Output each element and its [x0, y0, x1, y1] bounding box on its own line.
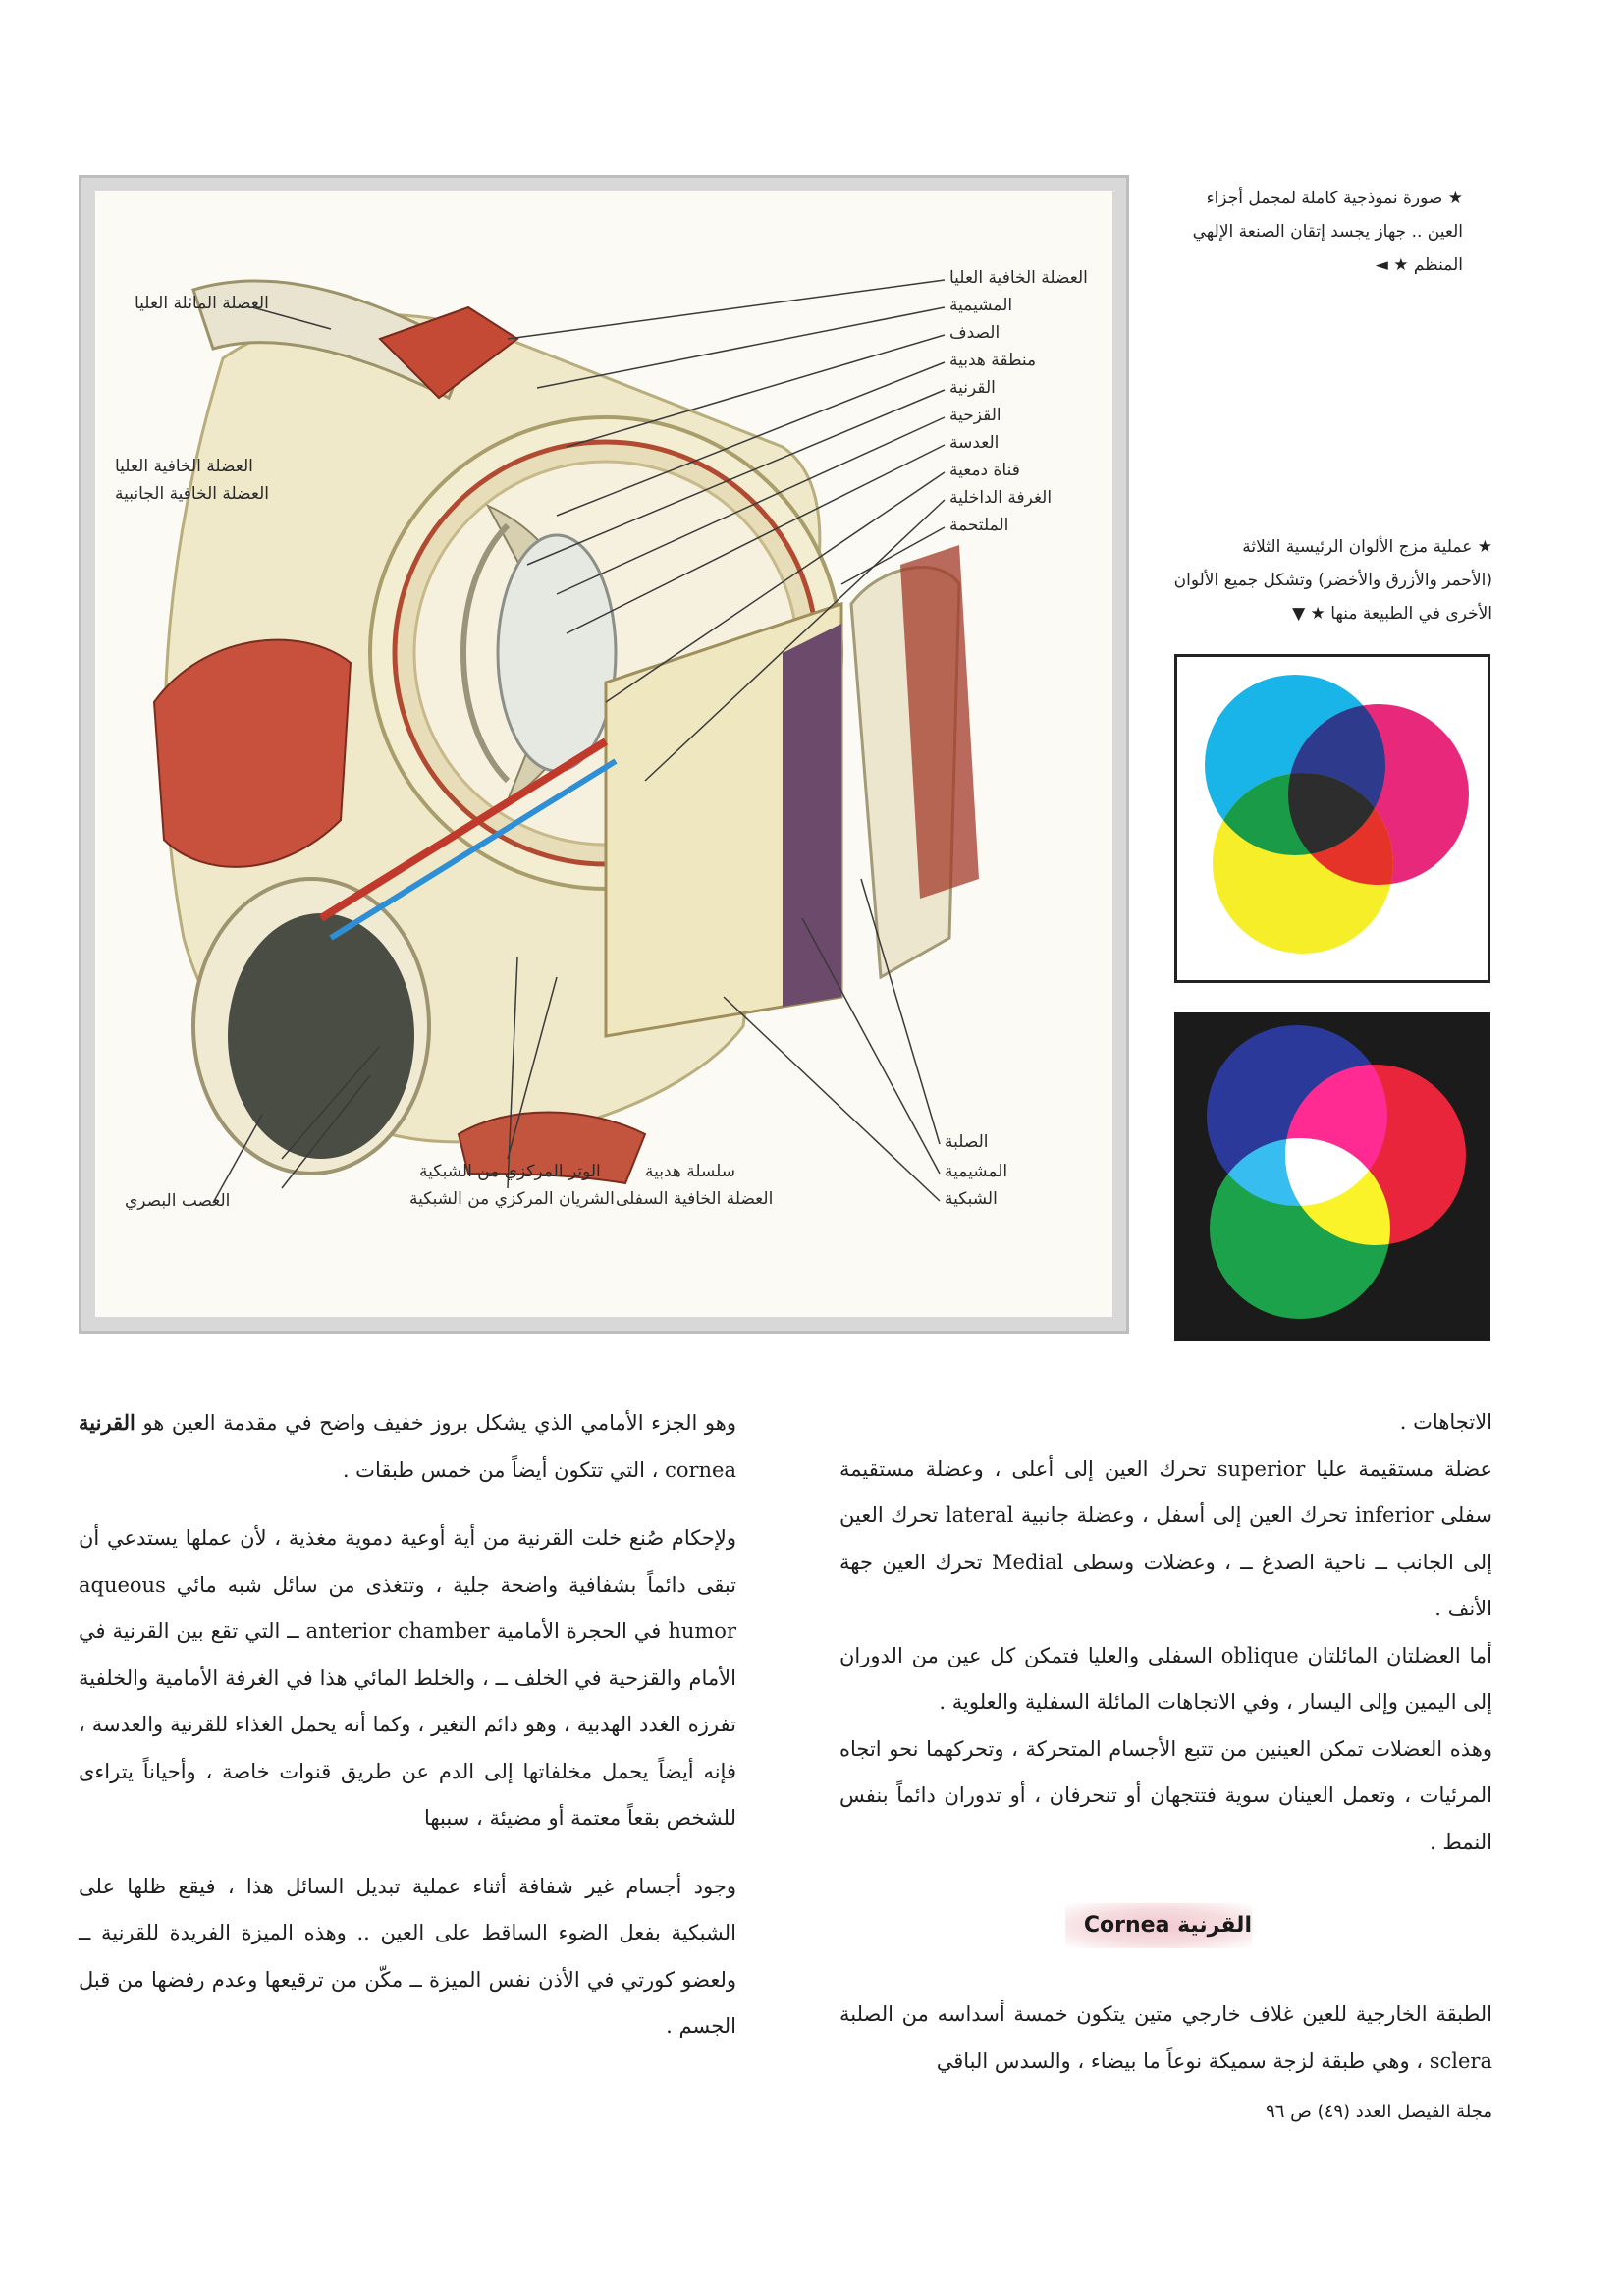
label-optic-nerve: العصب البصري [125, 1191, 231, 1211]
eye-caption-line-2: العين .. جهاز يجسد إتقان الصنعة الإلهي [1192, 222, 1463, 242]
label-superior-rectus: العضلة الخافية العليا [949, 268, 1088, 288]
optic-nerve-bundle [228, 913, 414, 1159]
left-para-3: وجود أجسام غير شفافة أثناء عملية تبديل ا… [79, 1874, 736, 2039]
label-inferior-rear-muscle: العضلة الخافية السفلى [616, 1189, 774, 1209]
overlap-black-center [1288, 773, 1385, 855]
right-para-2: عضلة مستقيمة عليا superior تحرك العين إل… [839, 1456, 1492, 1621]
additive-circles [1207, 1025, 1466, 1319]
central-vein [329, 758, 618, 941]
lateral-rectus-muscle [152, 638, 352, 868]
subtractive-circles [1205, 675, 1469, 954]
color-mix-caption: ★ عملية مزج الألوان الرئيسية الثلاثة (ال… [1159, 530, 1492, 630]
label-cornea: القرنية [949, 378, 996, 398]
leader-lines [212, 279, 946, 1204]
label-ciliary-chain: سلسلة هدبية [645, 1162, 736, 1181]
label-retina: الشبكية [945, 1189, 998, 1209]
cornea [460, 522, 511, 784]
label-superior-oblique: العضلة المائلة العليا [135, 294, 269, 313]
right-para-3: أما العضلتان المائلتان oblique السفلى وا… [839, 1643, 1492, 1715]
eye-cross-section-drawing [152, 279, 979, 1204]
eye-anatomy-figure: العضلة الخافية العليا المشيمية الصدف منط… [79, 175, 1129, 1334]
label-iris: القزحية [949, 406, 1001, 425]
right-text-column: الاتجاهات . عضلة مستقيمة عليا superior ت… [839, 1399, 1492, 1866]
label-ciliary-zone: منطقة هدبية [949, 351, 1037, 370]
color-caption-line-1: ★ عملية مزج الألوان الرئيسية الثلاثة [1242, 537, 1492, 557]
right-para-4: وهذه العضلات تمكن العينين من تتبع الأجسا… [839, 1736, 1492, 1854]
inferior-oblique-muscle [457, 1111, 647, 1185]
color-caption-line-3: الأخرى في الطبيعة منها ★ ▼ [1292, 604, 1492, 624]
eye-caption-line-3: المنظم ★ ◄ [1375, 255, 1463, 275]
page-footer: مجلة الفيصل العدد (٤٩) ص ٩٦ [1266, 2102, 1492, 2122]
conjunctiva-cut [900, 545, 979, 899]
right-para-1: الاتجاهات . [1399, 1410, 1492, 1434]
label-sclera: الصلبة [945, 1132, 989, 1152]
color-caption-line-2: (الأحمر والأزرق والأخضر) وتشكل جميع الأل… [1173, 571, 1492, 590]
label-tear-duct: قناة دمعية [949, 461, 1020, 480]
choroid-cut [783, 624, 841, 1007]
heading-highlight [1065, 1903, 1252, 1948]
left-para-1: وهو الجزء الأمامي الذي يشكل بروز خفيف وا… [79, 1399, 736, 1494]
label-lens: العدسة [949, 433, 1000, 453]
overlap-white-center [1285, 1138, 1387, 1206]
label-shell: الصدف [949, 323, 1001, 343]
eye-caption-line-1: ★ صورة نموذجية كاملة لمجمل أجزاء [1206, 189, 1463, 208]
label-conjunctiva: الملتحمة [949, 516, 1009, 535]
left-text-column: وهو الجزء الأمامي الذي يشكل بروز خفيف وا… [79, 1399, 736, 2050]
label-central-artery: الشريان المركزي من الشبكية [409, 1189, 615, 1209]
right-text-after-heading: الطبقة الخارجية للعين غلاف خارجي متين يت… [839, 1992, 1492, 2085]
lens [496, 533, 618, 773]
central-artery [318, 738, 609, 922]
label-central-vein: الوتر المركزي من الشبكية [419, 1162, 601, 1181]
label-choroid: المشيمية [949, 296, 1013, 315]
label-choroid-bottom: المشيمية [945, 1162, 1008, 1181]
label-inner-chamber: الغرفة الداخلية [949, 488, 1053, 508]
subtractive-color-mix-box [1174, 654, 1490, 983]
additive-color-mix-box [1174, 1012, 1490, 1341]
eye-anatomy-illustration: العضلة الخافية العليا المشيمية الصدف منط… [95, 191, 1112, 1317]
label-lateral-rear-muscle: العضلة الخافية الجانبية [115, 484, 269, 504]
left-para-1-rest: cornea ، التي تتكون أيضاً من خمس طبقات . [342, 1457, 736, 1482]
left-para-2: ولإحكام صُنع خلت القرنية من أية أوعية دم… [79, 1526, 736, 1830]
right-para-5: الطبقة الخارجية للعين غلاف خارجي متين يت… [839, 2002, 1492, 2073]
label-superior-rear-muscle: العضلة الخافية العليا [115, 457, 253, 476]
eye-figure-caption: ★ صورة نموذجية كاملة لمجمل أجزاء العين .… [1159, 182, 1463, 282]
section-heading-cornea: القرنية Cornea [1083, 1913, 1252, 1938]
left-para-1-term: القرنية [79, 1410, 135, 1435]
superior-rectus-muscle [378, 305, 519, 400]
left-para-1-text: وهو الجزء الأمامي الذي يشكل بروز خفيف وا… [142, 1411, 736, 1435]
